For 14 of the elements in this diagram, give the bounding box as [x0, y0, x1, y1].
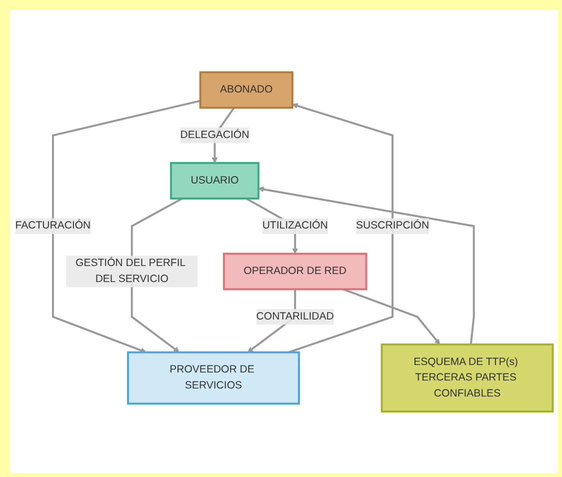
- node-box: OPERADOR DE RED: [222, 252, 368, 290]
- edge-label: DELEGACIÓN: [180, 129, 250, 140]
- edge-label: SUSCRIPCIÓN: [356, 220, 430, 231]
- arrow: [342, 288, 440, 344]
- node-box: ESQUEMA DE TTP(s) TERCERAS PARTES CONFIABLES: [380, 343, 554, 412]
- arrow: [288, 102, 394, 353]
- edge-label: GESTIÓN DEL PERFIL DEL SERVICIO: [76, 257, 186, 284]
- edge-label: UTILIZACIÓN: [262, 220, 328, 231]
- arrow: [258, 186, 475, 344]
- edge-label: CONTARILIDAD: [256, 310, 334, 322]
- edge-label: FACTURACIÓN: [15, 220, 91, 231]
- node-box: PROVEEDOR DE SERVICIOS: [127, 350, 300, 404]
- node-box: USUARIO: [170, 162, 260, 200]
- node-box: ABONADO: [199, 70, 294, 108]
